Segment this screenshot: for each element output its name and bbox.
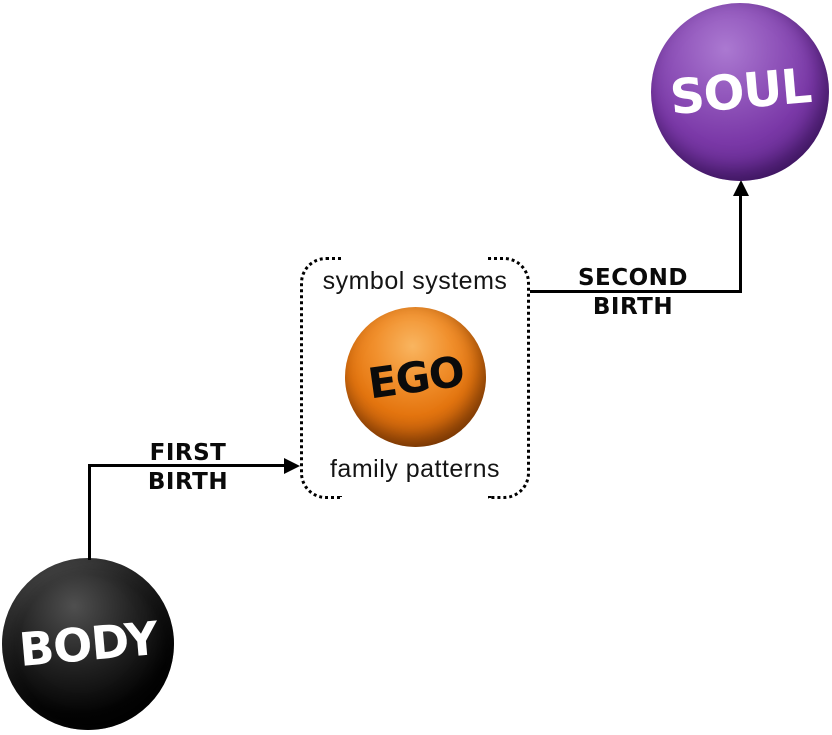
arrowhead-up-icon [733, 180, 749, 196]
first-birth-label-line1: FIRST [149, 440, 227, 466]
ego-box-bottom-caption: family patterns [329, 455, 501, 483]
first-birth-line-vertical [88, 466, 91, 560]
soul-node: SOUL [651, 3, 829, 181]
arrowhead-right-icon [284, 458, 300, 474]
ego-node: EGO [345, 307, 486, 447]
ego-node-label: EGO [364, 346, 467, 408]
first-birth-line-horizontal [88, 464, 285, 467]
ego-box-left-bracket [300, 257, 342, 499]
soul-node-label: SOUL [667, 57, 813, 127]
ego-box-top-caption: symbol systems [322, 267, 508, 295]
ego-box-right-bracket [488, 257, 530, 499]
first-birth-label-line2: BIRTH [147, 469, 229, 495]
body-node-label: BODY [16, 611, 160, 677]
second-birth-label-line2: BIRTH [592, 294, 674, 320]
second-birth-line-vertical [739, 195, 742, 293]
body-node: BODY [2, 558, 174, 730]
second-birth-label-line1: SECOND [577, 265, 689, 291]
second-birth-line-horizontal [530, 290, 741, 293]
